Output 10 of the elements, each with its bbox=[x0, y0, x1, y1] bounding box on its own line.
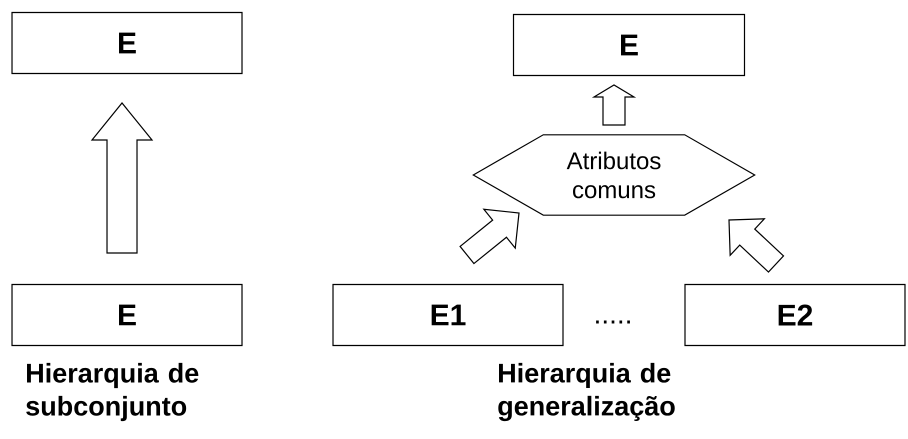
entity-box: E2 bbox=[684, 284, 906, 346]
block-arrow bbox=[728, 218, 784, 273]
ellipsis: ..... bbox=[596, 320, 630, 324]
caption: Hierarquia de generalização bbox=[498, 362, 675, 422]
entity-box: E bbox=[11, 284, 243, 346]
entity-box: E1 bbox=[332, 284, 564, 346]
entity-box: E bbox=[512, 14, 746, 76]
block-arrow bbox=[90, 102, 154, 254]
entity-box: E bbox=[11, 12, 243, 74]
block-arrow bbox=[592, 84, 636, 126]
